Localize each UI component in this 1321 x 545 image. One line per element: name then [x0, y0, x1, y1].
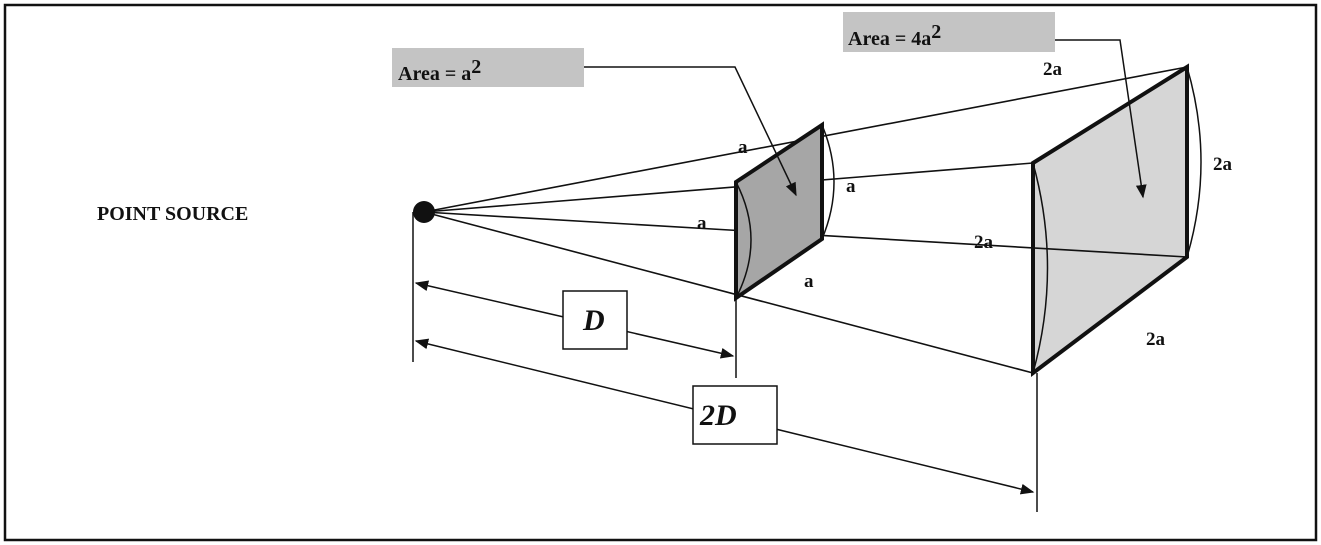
- point-source-dot: [413, 201, 435, 223]
- near-side-right: a: [846, 176, 856, 197]
- far-area-label: Area = 4a: [848, 28, 931, 50]
- near-side-bottom: a: [804, 271, 814, 292]
- far-area-callout-bg: [843, 12, 1055, 52]
- wavefront-arcs: [735, 66, 1202, 374]
- distance-2d-box: [692, 385, 778, 445]
- far-side-left: 2a: [974, 232, 994, 253]
- near-area-callout: Area = a2: [398, 56, 481, 85]
- distance-2d-label: 2D: [699, 399, 737, 432]
- near-area-leader: [584, 66, 797, 197]
- far-side-top: 2a: [1043, 59, 1063, 80]
- far-side-bottom: 2a: [1146, 329, 1166, 350]
- far-area-leader: [1055, 39, 1147, 199]
- near-side-left: a: [697, 213, 707, 234]
- near-side-top: a: [738, 137, 748, 158]
- point-source-label: POINT SOURCE: [97, 203, 248, 225]
- distance-d-box: [562, 290, 628, 350]
- near-area-label: Area = a: [398, 63, 471, 85]
- far-area-exponent: 2: [931, 21, 941, 43]
- near-area-exponent: 2: [471, 56, 481, 78]
- far-side-right: 2a: [1213, 154, 1233, 175]
- far-area-callout: Area = 4a2: [848, 21, 941, 50]
- distance-d-label: D: [582, 304, 605, 337]
- near-area-callout-bg: [392, 48, 584, 87]
